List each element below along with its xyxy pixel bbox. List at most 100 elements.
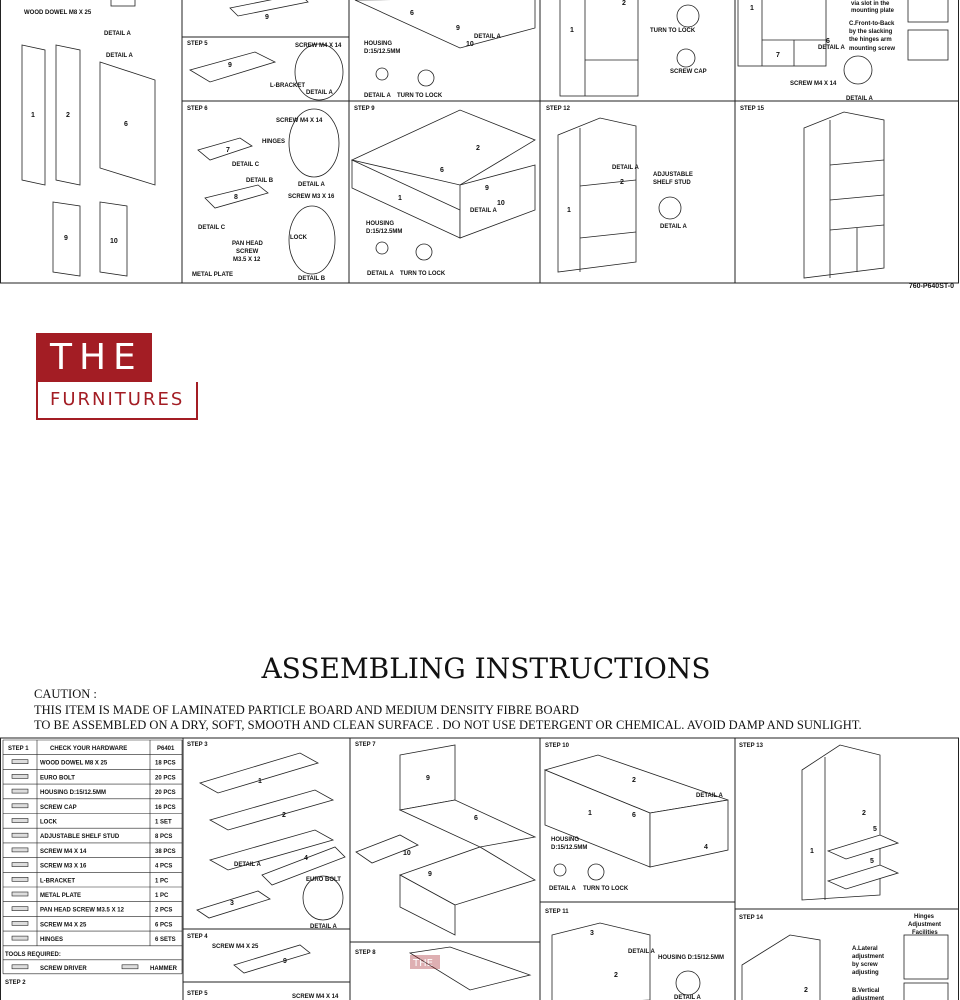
step-14-label: STEP 14 [739,915,764,921]
svg-text:9: 9 [428,871,432,878]
svg-text:7: 7 [226,147,230,154]
hardware-item-name: PAN HEAD SCREW M3.5 X 12 [40,908,125,914]
step-2-label: STEP 2 [5,980,26,986]
label-detail-c: DETAIL C [232,162,260,168]
hardware-item-qty: 20 PCS [155,790,176,796]
step-9-label: STEP 9 [354,106,375,112]
label-detail-a: DETAIL A [696,793,724,799]
svg-text:9: 9 [456,25,460,32]
hardware-item-qty: 38 PCS [155,849,176,855]
label-housing-full: HOUSING D:15/12.5MM [658,955,724,961]
hardware-item-icon [11,862,29,867]
svg-text:1: 1 [31,112,35,119]
svg-text:6: 6 [124,121,128,128]
svg-text:2: 2 [282,812,286,819]
hardware-item-qty: 16 PCS [155,805,176,811]
label-lateral-4: adjusting [852,970,879,976]
label-detail-a: DETAIL A [310,924,338,930]
label-euro-bolt: EURO BOLT [306,877,341,883]
svg-text:2: 2 [632,777,636,784]
svg-text:10: 10 [466,41,474,48]
svg-text:5: 5 [873,826,877,833]
label-detail-a: DETAIL A [674,995,702,1000]
label-turn-to-lock: TURN TO LOCK [583,886,629,892]
svg-text:1: 1 [258,778,262,785]
logo-frame: FURNITURES [36,382,198,420]
svg-text:9: 9 [64,235,68,242]
hardware-item-icon [11,935,29,941]
svg-text:2: 2 [862,810,866,817]
label-detail-a: DETAIL A [818,45,846,51]
hardware-item-name: SCREW M3 X 16 [40,864,87,870]
svg-text:4: 4 [704,844,708,851]
label-screw-m4x14: SCREW M4 X 14 [295,43,342,49]
label-housing-size: D:15/12.5MM [364,49,400,55]
svg-text:1: 1 [398,195,402,202]
svg-text:10: 10 [497,200,505,207]
step-6-label: STEP 6 [187,106,208,112]
svg-text:10: 10 [403,850,411,857]
label-pan-head-screw: SCREW [236,249,259,255]
hardware-item-icon [11,832,29,838]
label-ftb-3: the hinges arm [849,37,892,43]
svg-text:2: 2 [476,145,480,152]
label-pan-head: PAN HEAD [232,241,264,247]
svg-text:9: 9 [265,14,269,21]
hardware-item-icon [11,921,29,926]
label-detail-a: DETAIL A [474,34,502,40]
tools-required-label: TOOLS REQUIRED: [5,952,61,958]
svg-text:9: 9 [228,62,232,69]
step-13-label: STEP 13 [739,743,764,749]
label-detail-a: DETAIL A [612,165,640,171]
hardware-item-qty: 1 PC [155,878,169,884]
label-turn-to-lock: TURN TO LOCK [400,271,446,277]
svg-text:1: 1 [567,207,571,214]
hardware-item-name: WOOD DOWEL M8 X 25 [40,761,108,767]
label-adjustable: ADJUSTABLE [653,172,693,178]
screwdriver-icon [11,964,29,970]
label-screw-m4x14: SCREW M4 X 14 [276,118,323,124]
svg-text:6: 6 [826,38,830,45]
hardware-item-icon [11,774,29,779]
label-detail-a: DETAIL A [364,93,392,99]
page-title: ASSEMBLING INSTRUCTIONS [261,652,711,685]
svg-text:2: 2 [614,972,618,979]
label-vertical: B.Vertical [852,988,880,994]
label-mounting-plate: mounting plate [851,8,895,14]
label-turn-to-lock: TURN TO LOCK [650,28,696,34]
label-detail-a: DETAIL A [298,182,326,188]
svg-text:1: 1 [750,5,754,12]
hardware-item-qty: 4 PCS [155,864,172,870]
tool-screwdriver: SCREW DRIVER [40,966,87,972]
tool-hammer: HAMMER [150,966,178,972]
svg-text:7: 7 [776,52,780,59]
hardware-item-name: LOCK [40,820,58,826]
svg-text:THE: THE [412,958,433,969]
label-screw-m4x14: SCREW M4 X 14 [292,994,339,1000]
hardware-code: P6401 [157,746,175,752]
step-3-label: STEP 3 [187,742,208,748]
step-7-label: STEP 7 [355,742,376,748]
hardware-item-qty: 6 SETS [155,937,176,943]
step-12-label: STEP 12 [546,106,571,112]
label-detail-a: DETAIL A [367,271,395,277]
hardware-step-label: STEP 1 [8,746,29,752]
hammer-icon [121,964,139,970]
label-screw-cap: SCREW CAP [670,69,707,75]
hardware-item-name: L-BRACKET [40,878,75,884]
label-wood-dowel: WOOD DOWEL M8 X 25 [24,10,92,16]
label-front-to-back: C.Front-to-Back [849,21,895,27]
top-instruction-sheet: 1 2 6 9 10 WOOD DOWEL M8 X 25 DETAIL A DETA… [0,0,959,284]
label-detail-a: DETAIL A [846,96,874,102]
step-11-label: STEP 11 [545,909,569,915]
step-15-label: STEP 15 [740,106,765,112]
label-detail-a: DETAIL A [306,90,334,96]
hardware-item-qty: 2 PCS [155,908,172,914]
label-pan-head-size: M3.5 X 12 [233,257,261,263]
brand-logo: THE FURNITURES [36,333,198,420]
label-screw-m4x25: SCREW M4 X 25 [212,944,259,950]
label-screw-m3x16: SCREW M3 X 16 [288,194,335,200]
caution-line-2: TO BE ASSEMBLED ON A DRY, SOFT, SMOOTH A… [34,718,862,732]
logo-furnitures: FURNITURES [50,389,185,410]
